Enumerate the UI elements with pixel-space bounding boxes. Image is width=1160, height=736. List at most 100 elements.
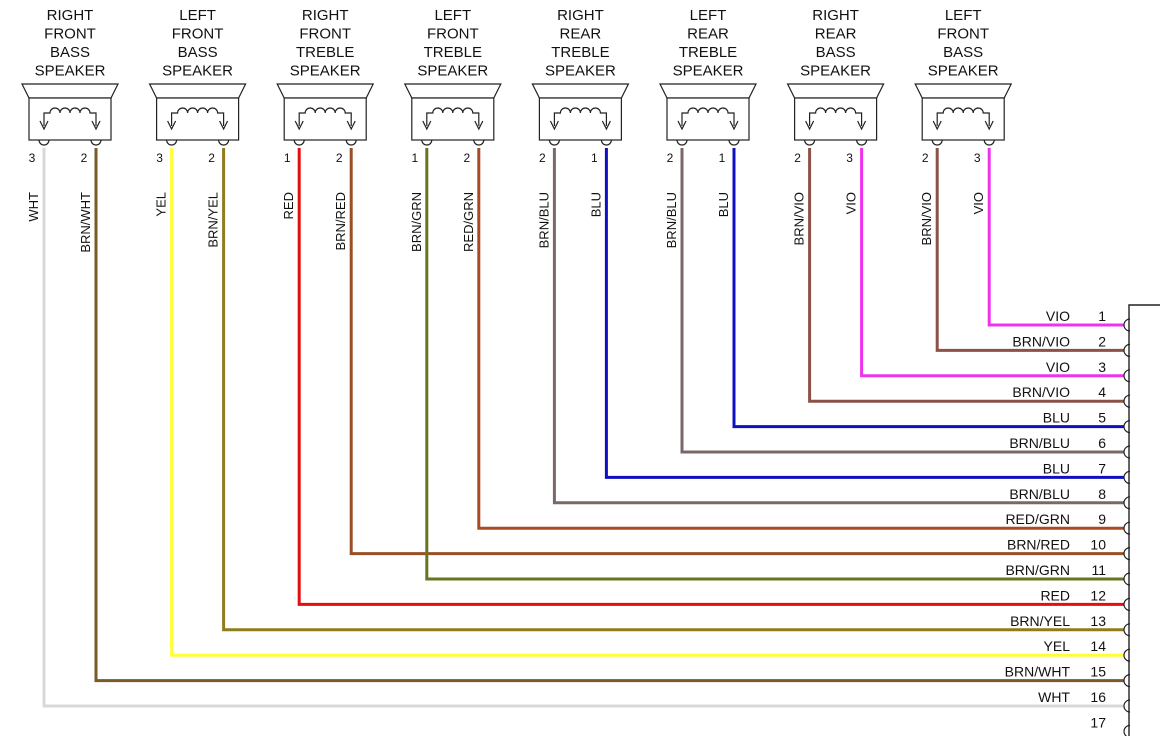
wire-color-label: BRN/BLU bbox=[664, 192, 679, 248]
connector-wire-label: BLU bbox=[1043, 410, 1070, 426]
terminal-symbol bbox=[345, 139, 357, 146]
speaker-label-line: REAR bbox=[687, 26, 729, 43]
pin-number: 2 bbox=[81, 151, 88, 165]
connector-pin-number: 9 bbox=[1098, 511, 1106, 527]
connector-wire-label: RED/GRN bbox=[1005, 511, 1070, 527]
connector-wire-label: BRN/RED bbox=[1007, 537, 1070, 553]
speaker-cone bbox=[659, 83, 757, 99]
terminal-arrow bbox=[91, 120, 101, 131]
wire bbox=[349, 148, 1124, 556]
pin-number: 3 bbox=[29, 151, 36, 165]
terminal-symbol bbox=[856, 139, 868, 146]
terminal-symbol bbox=[218, 139, 230, 146]
connector-pin-number: 11 bbox=[1091, 562, 1106, 578]
pin-number: 3 bbox=[974, 151, 981, 165]
speaker-label-line: BASS bbox=[816, 44, 856, 61]
speaker-label-line: BASS bbox=[178, 44, 218, 61]
connector-wire-label: BRN/BLU bbox=[1009, 435, 1070, 451]
pin-number: 2 bbox=[794, 151, 801, 165]
socket-symbol bbox=[1123, 470, 1131, 484]
speaker-body bbox=[28, 97, 112, 141]
speaker-label-line: FRONT bbox=[427, 26, 479, 43]
coil-symbol bbox=[553, 107, 607, 126]
coil-symbol bbox=[809, 107, 863, 126]
terminal-arrow bbox=[932, 120, 942, 131]
connector-pin-number: 3 bbox=[1098, 359, 1106, 375]
speaker-label-line: FRONT bbox=[44, 26, 96, 43]
speaker-label-line: TREBLE bbox=[296, 44, 354, 61]
speaker-body bbox=[538, 97, 623, 141]
wires-layer bbox=[42, 148, 1124, 708]
speaker-label-line: REAR bbox=[560, 26, 602, 43]
terminal-symbol bbox=[728, 139, 740, 146]
pin-number: 1 bbox=[411, 151, 418, 165]
wire bbox=[808, 148, 1124, 403]
connector-housing bbox=[1128, 304, 1160, 736]
connector-pin-number: 8 bbox=[1098, 486, 1106, 502]
socket-symbol bbox=[1123, 623, 1131, 637]
wire bbox=[94, 148, 1124, 683]
socket-symbol bbox=[1123, 648, 1131, 662]
connector-wire-label: VIO bbox=[1046, 359, 1070, 375]
wire bbox=[552, 148, 1124, 505]
connector-pin-number: 6 bbox=[1098, 435, 1106, 451]
terminal-arrow bbox=[422, 120, 432, 131]
terminal-arrow bbox=[857, 120, 867, 131]
speaker-label-line: SPEAKER bbox=[35, 63, 106, 80]
speaker-label-line: LEFT bbox=[179, 7, 216, 24]
speakers-layer: RIGHTFRONTBASSSPEAKER3WHT2BRN/WHTLEFTFRO… bbox=[21, 7, 1013, 253]
terminal-symbol bbox=[473, 139, 485, 146]
connector-wire-label: VIO bbox=[1046, 308, 1070, 324]
terminal-arrow bbox=[601, 120, 611, 131]
terminal-symbol bbox=[548, 139, 560, 146]
socket-symbol bbox=[1123, 547, 1131, 561]
wire bbox=[987, 148, 1124, 327]
speaker-cone bbox=[148, 83, 247, 99]
connector-pin-number: 12 bbox=[1090, 587, 1106, 603]
speaker-label-line: REAR bbox=[815, 26, 857, 43]
pin-number: 2 bbox=[463, 151, 470, 165]
connector-wire-label: WHT bbox=[1038, 689, 1070, 705]
speaker-label-line: SPEAKER bbox=[290, 63, 361, 80]
connector-wire-label: BRN/VIO bbox=[1012, 333, 1070, 349]
terminal-arrow bbox=[984, 120, 994, 131]
wire-color-label: BRN/RED bbox=[333, 192, 348, 251]
terminal-arrow bbox=[167, 120, 177, 131]
connector-layer: 1VIO2BRN/VIO3VIO4BRN/VIO5BLU6BRN/BLU7BLU… bbox=[1005, 304, 1160, 736]
terminal-arrow bbox=[549, 120, 559, 131]
connector-pin-number: 2 bbox=[1098, 333, 1106, 349]
terminal-arrow bbox=[677, 120, 687, 131]
wire-color-label: BRN/YEL bbox=[206, 192, 221, 248]
wire-color-label: VIO bbox=[844, 192, 859, 214]
terminal-symbol bbox=[421, 139, 433, 146]
speaker-cone bbox=[21, 83, 119, 99]
wire-color-label: BRN/WHT bbox=[78, 192, 93, 253]
speaker-label-line: SPEAKER bbox=[800, 63, 871, 80]
coil-symbol bbox=[171, 107, 225, 126]
wire-color-label: BRN/VIO bbox=[919, 192, 934, 245]
wire-color-label: BRN/GRN bbox=[409, 192, 424, 252]
pin-number: 1 bbox=[591, 151, 598, 165]
wire-color-label: RED bbox=[281, 192, 296, 219]
socket-symbol bbox=[1123, 318, 1131, 332]
speaker-label-line: SPEAKER bbox=[928, 63, 999, 80]
connector-wire-label: BRN/YEL bbox=[1010, 613, 1070, 629]
terminal-symbol bbox=[293, 139, 305, 146]
wire bbox=[477, 148, 1124, 530]
connector-wire-label: YEL bbox=[1044, 638, 1071, 654]
terminal-symbol bbox=[166, 139, 178, 146]
wire bbox=[604, 148, 1124, 479]
speaker-label-line: FRONT bbox=[172, 26, 224, 43]
socket-symbol bbox=[1123, 496, 1131, 510]
speaker-body bbox=[793, 97, 878, 141]
speaker-cone bbox=[531, 83, 630, 99]
